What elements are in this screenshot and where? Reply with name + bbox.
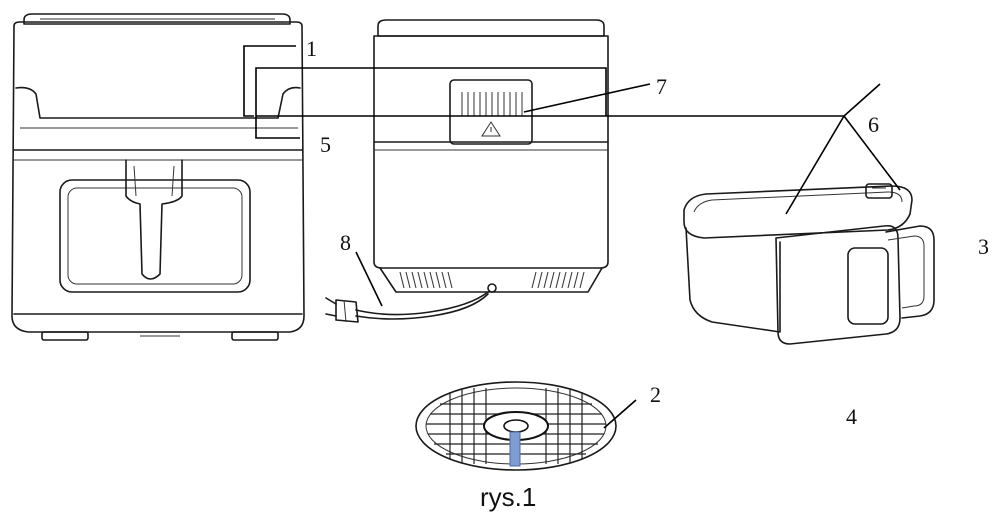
basket xyxy=(683,183,935,345)
rear-cord-exit xyxy=(487,283,497,293)
leader-8 xyxy=(355,251,383,307)
basket-window xyxy=(847,247,889,325)
rear-bottom-vents-left xyxy=(399,271,453,289)
rear-body-outline xyxy=(373,35,609,269)
basket-front-panel xyxy=(775,224,901,345)
basket-handle-inner xyxy=(887,235,925,309)
callout-8: 8 xyxy=(340,230,351,255)
basket-rim xyxy=(683,185,913,239)
front-drawer-window xyxy=(59,179,251,293)
callout-5: 5 xyxy=(320,132,331,157)
rear-base xyxy=(379,267,603,293)
leader-lines xyxy=(243,45,901,429)
leader-1 xyxy=(243,45,296,117)
basket-rim-inner xyxy=(693,191,903,213)
warning-triangle-icon xyxy=(481,121,501,137)
callout-1: 1 xyxy=(306,36,317,61)
basket-handle xyxy=(885,225,935,319)
air-fryer-rear-view xyxy=(373,19,609,293)
front-drawer-window-inner xyxy=(67,187,243,285)
callout-6: 6 xyxy=(868,112,879,137)
callout-4: 4 xyxy=(846,404,857,429)
leader-2 xyxy=(603,399,637,429)
front-body-outline xyxy=(11,21,305,333)
crisper-plate-outline xyxy=(415,381,617,471)
front-handle-ribs xyxy=(133,165,175,197)
front-foot-right xyxy=(231,331,279,341)
basket-release-button xyxy=(865,183,893,199)
front-display-panel xyxy=(15,86,301,119)
rear-air-outlet xyxy=(449,79,533,145)
callout-3: 3 xyxy=(978,234,989,259)
rear-bottom-vents-right xyxy=(531,271,585,289)
front-handle xyxy=(125,159,183,280)
power-cord-line-2 xyxy=(355,293,489,320)
rear-top-cap xyxy=(377,19,605,37)
front-top-rim xyxy=(23,13,291,25)
power-cord-line xyxy=(355,291,489,316)
figure-caption: rys.1 xyxy=(480,482,536,512)
leader-7 xyxy=(523,83,651,113)
rear-air-outlet-slots xyxy=(461,92,523,116)
front-foot-left xyxy=(41,331,89,341)
callout-7: 7 xyxy=(656,74,667,99)
power-plug-icon xyxy=(325,297,359,323)
leader-6-button xyxy=(843,115,901,191)
basket-body xyxy=(685,227,781,333)
power-cord xyxy=(325,291,489,323)
crisper-plate-silicone-tab xyxy=(509,431,521,467)
crisper-plate xyxy=(415,381,617,471)
callout-2: 2 xyxy=(650,382,661,407)
air-fryer-front-view xyxy=(11,13,305,341)
leader-5 xyxy=(255,67,607,139)
